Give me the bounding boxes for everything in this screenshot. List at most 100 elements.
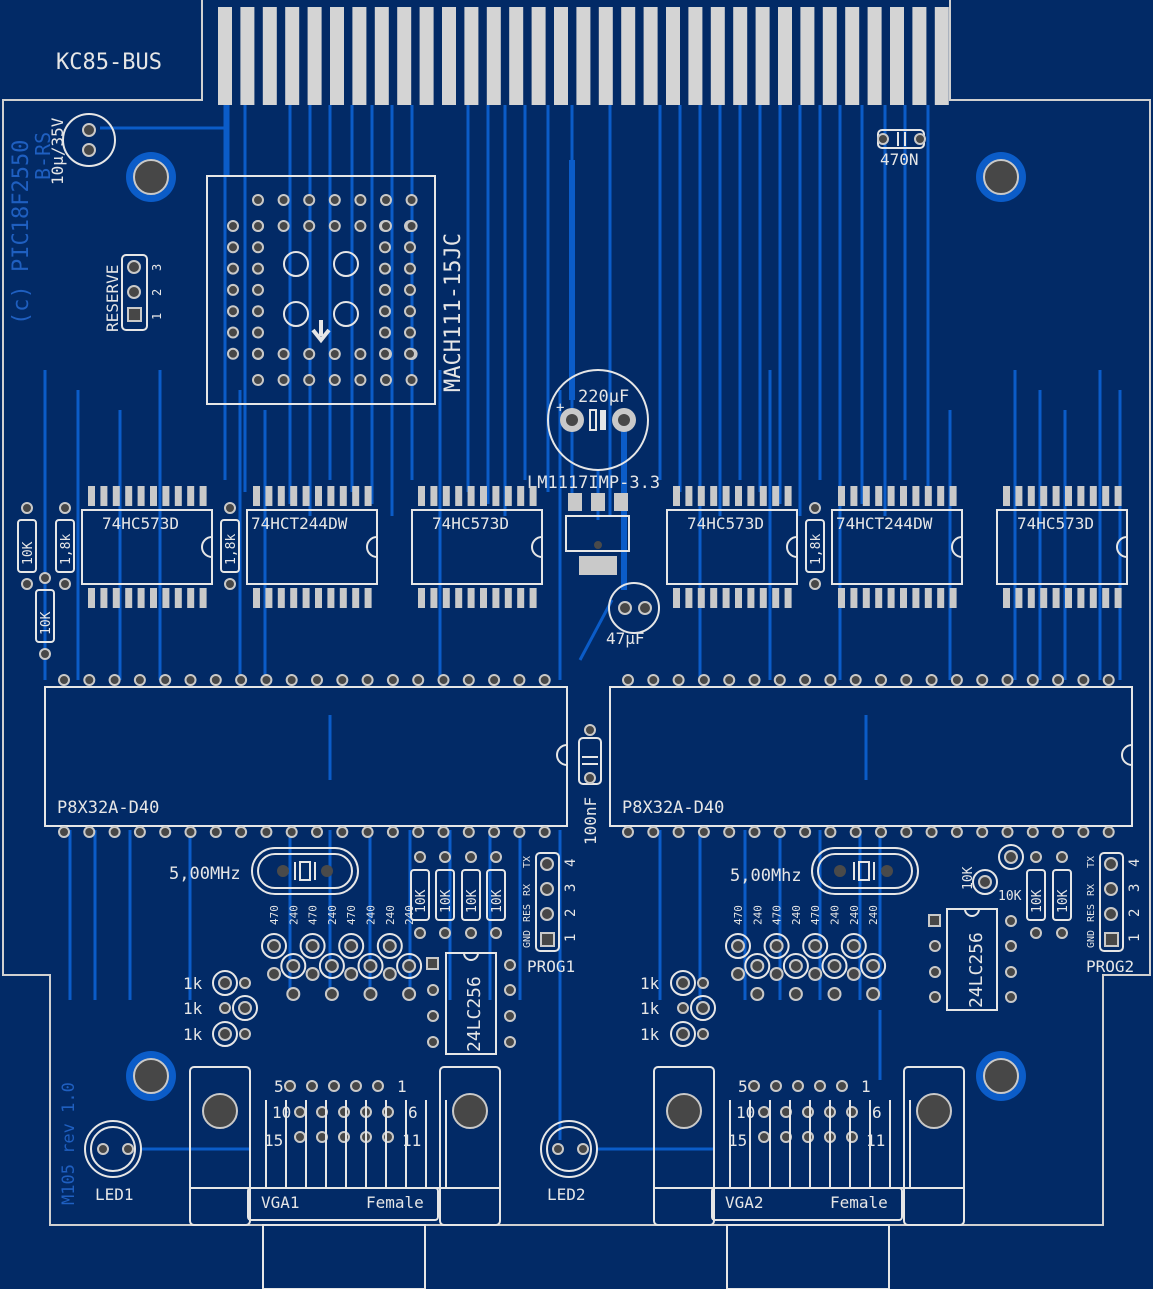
pcb-shape (84, 1120, 142, 1178)
pcb-shape (697, 977, 709, 989)
pin (285, 674, 298, 686)
pcb-shape (547, 369, 649, 471)
pin (937, 588, 945, 608)
pcb-shape (914, 133, 926, 145)
pin (339, 588, 347, 608)
pcb-shape (782, 953, 809, 979)
pcb-shape: RESERVE (103, 265, 122, 332)
edge-finger (352, 7, 367, 105)
pin (184, 826, 197, 838)
pin (386, 826, 399, 838)
pcb-shape: TX (522, 856, 533, 868)
pcb-shape (951, 536, 963, 558)
pcb-shape (299, 861, 311, 881)
pin (538, 674, 551, 686)
pcb-shape (786, 536, 798, 558)
pin (83, 674, 96, 686)
vga2-gender: Female (830, 1193, 888, 1212)
resistor-label: 1,8k (59, 534, 74, 565)
pin (1003, 486, 1010, 506)
pcb-shape (224, 502, 236, 514)
pad (252, 326, 264, 339)
pin (1040, 486, 1048, 506)
pcb-shape (726, 1224, 890, 1289)
pcb-shape (540, 857, 554, 871)
label: 5 (274, 1077, 284, 1096)
pcb-shape (946, 908, 998, 1011)
pcb-shape (696, 1001, 710, 1015)
soic-chip: 74HC573D (81, 486, 213, 608)
pad (227, 262, 239, 275)
edge-finger (240, 7, 255, 105)
pin (159, 826, 172, 838)
pcb-shape (21, 578, 33, 590)
pin (253, 486, 260, 506)
pcb-shape: 100nF (581, 797, 600, 845)
pcb-shape (59, 502, 71, 514)
pcb-shape (218, 976, 232, 990)
pcb-shape (247, 1187, 439, 1221)
pcb-shape (802, 933, 829, 959)
pcb-shape (748, 1080, 760, 1092)
pcb-shape (540, 932, 555, 947)
pin (912, 486, 920, 506)
pad (354, 194, 367, 206)
pcb-shape (267, 939, 281, 953)
pin (150, 486, 157, 506)
pad (303, 220, 316, 232)
pin (1040, 588, 1048, 608)
chip-label: 74HC573D (1017, 514, 1094, 533)
pin (467, 588, 475, 608)
pcb-shape (411, 509, 543, 585)
resistor-label: 10K (1056, 889, 1071, 913)
led2: LED2 (540, 1120, 598, 1204)
pcb-shape (306, 1080, 318, 1092)
pin (1015, 486, 1023, 506)
pin (339, 486, 347, 506)
pcb-shape (311, 320, 331, 344)
pcb-shape: 47µF (606, 629, 645, 648)
chip-label: 74HC573D (432, 514, 509, 533)
resistor-label: 10K (414, 889, 429, 913)
pcb-shape (866, 987, 881, 1001)
edge-finger (464, 7, 479, 105)
pcb-shape (1104, 857, 1118, 871)
pcb-shape (1104, 882, 1118, 896)
copper-traces (43, 105, 1122, 1151)
resistor-label: 1,8k (809, 534, 824, 565)
pcb-shape (1099, 852, 1124, 952)
pcb-shape (294, 1106, 306, 1118)
pin (1077, 674, 1090, 686)
pin (697, 826, 710, 838)
edge-finger (845, 7, 860, 105)
pcb-shape (333, 251, 359, 277)
edge-finger (755, 7, 770, 105)
pin (442, 486, 450, 506)
pcb-shape (1005, 991, 1017, 1003)
pad (252, 194, 264, 206)
edge-finger (822, 7, 837, 105)
pin (900, 826, 913, 838)
pcb-shape (769, 939, 784, 953)
pcb-shape: 5,00MHz (169, 864, 241, 884)
trace (578, 599, 614, 661)
pcb-shape (770, 1080, 782, 1092)
pin (747, 588, 755, 608)
pcb-shape (202, 1093, 238, 1129)
pin (88, 486, 95, 506)
pcb-shape (17, 519, 37, 573)
pin (799, 826, 812, 838)
pin (253, 588, 260, 608)
pad (379, 326, 391, 339)
pcb-shape: GND (1086, 930, 1097, 948)
pcb-shape: 1 (150, 313, 164, 320)
propeller1-label: P8X32A-D40 (57, 798, 159, 818)
pin (773, 826, 786, 838)
pin (1027, 588, 1035, 608)
pcb-shape (750, 987, 765, 1001)
pin (1114, 588, 1122, 608)
pcb-shape (758, 1106, 770, 1118)
pcb-shape (565, 515, 630, 552)
